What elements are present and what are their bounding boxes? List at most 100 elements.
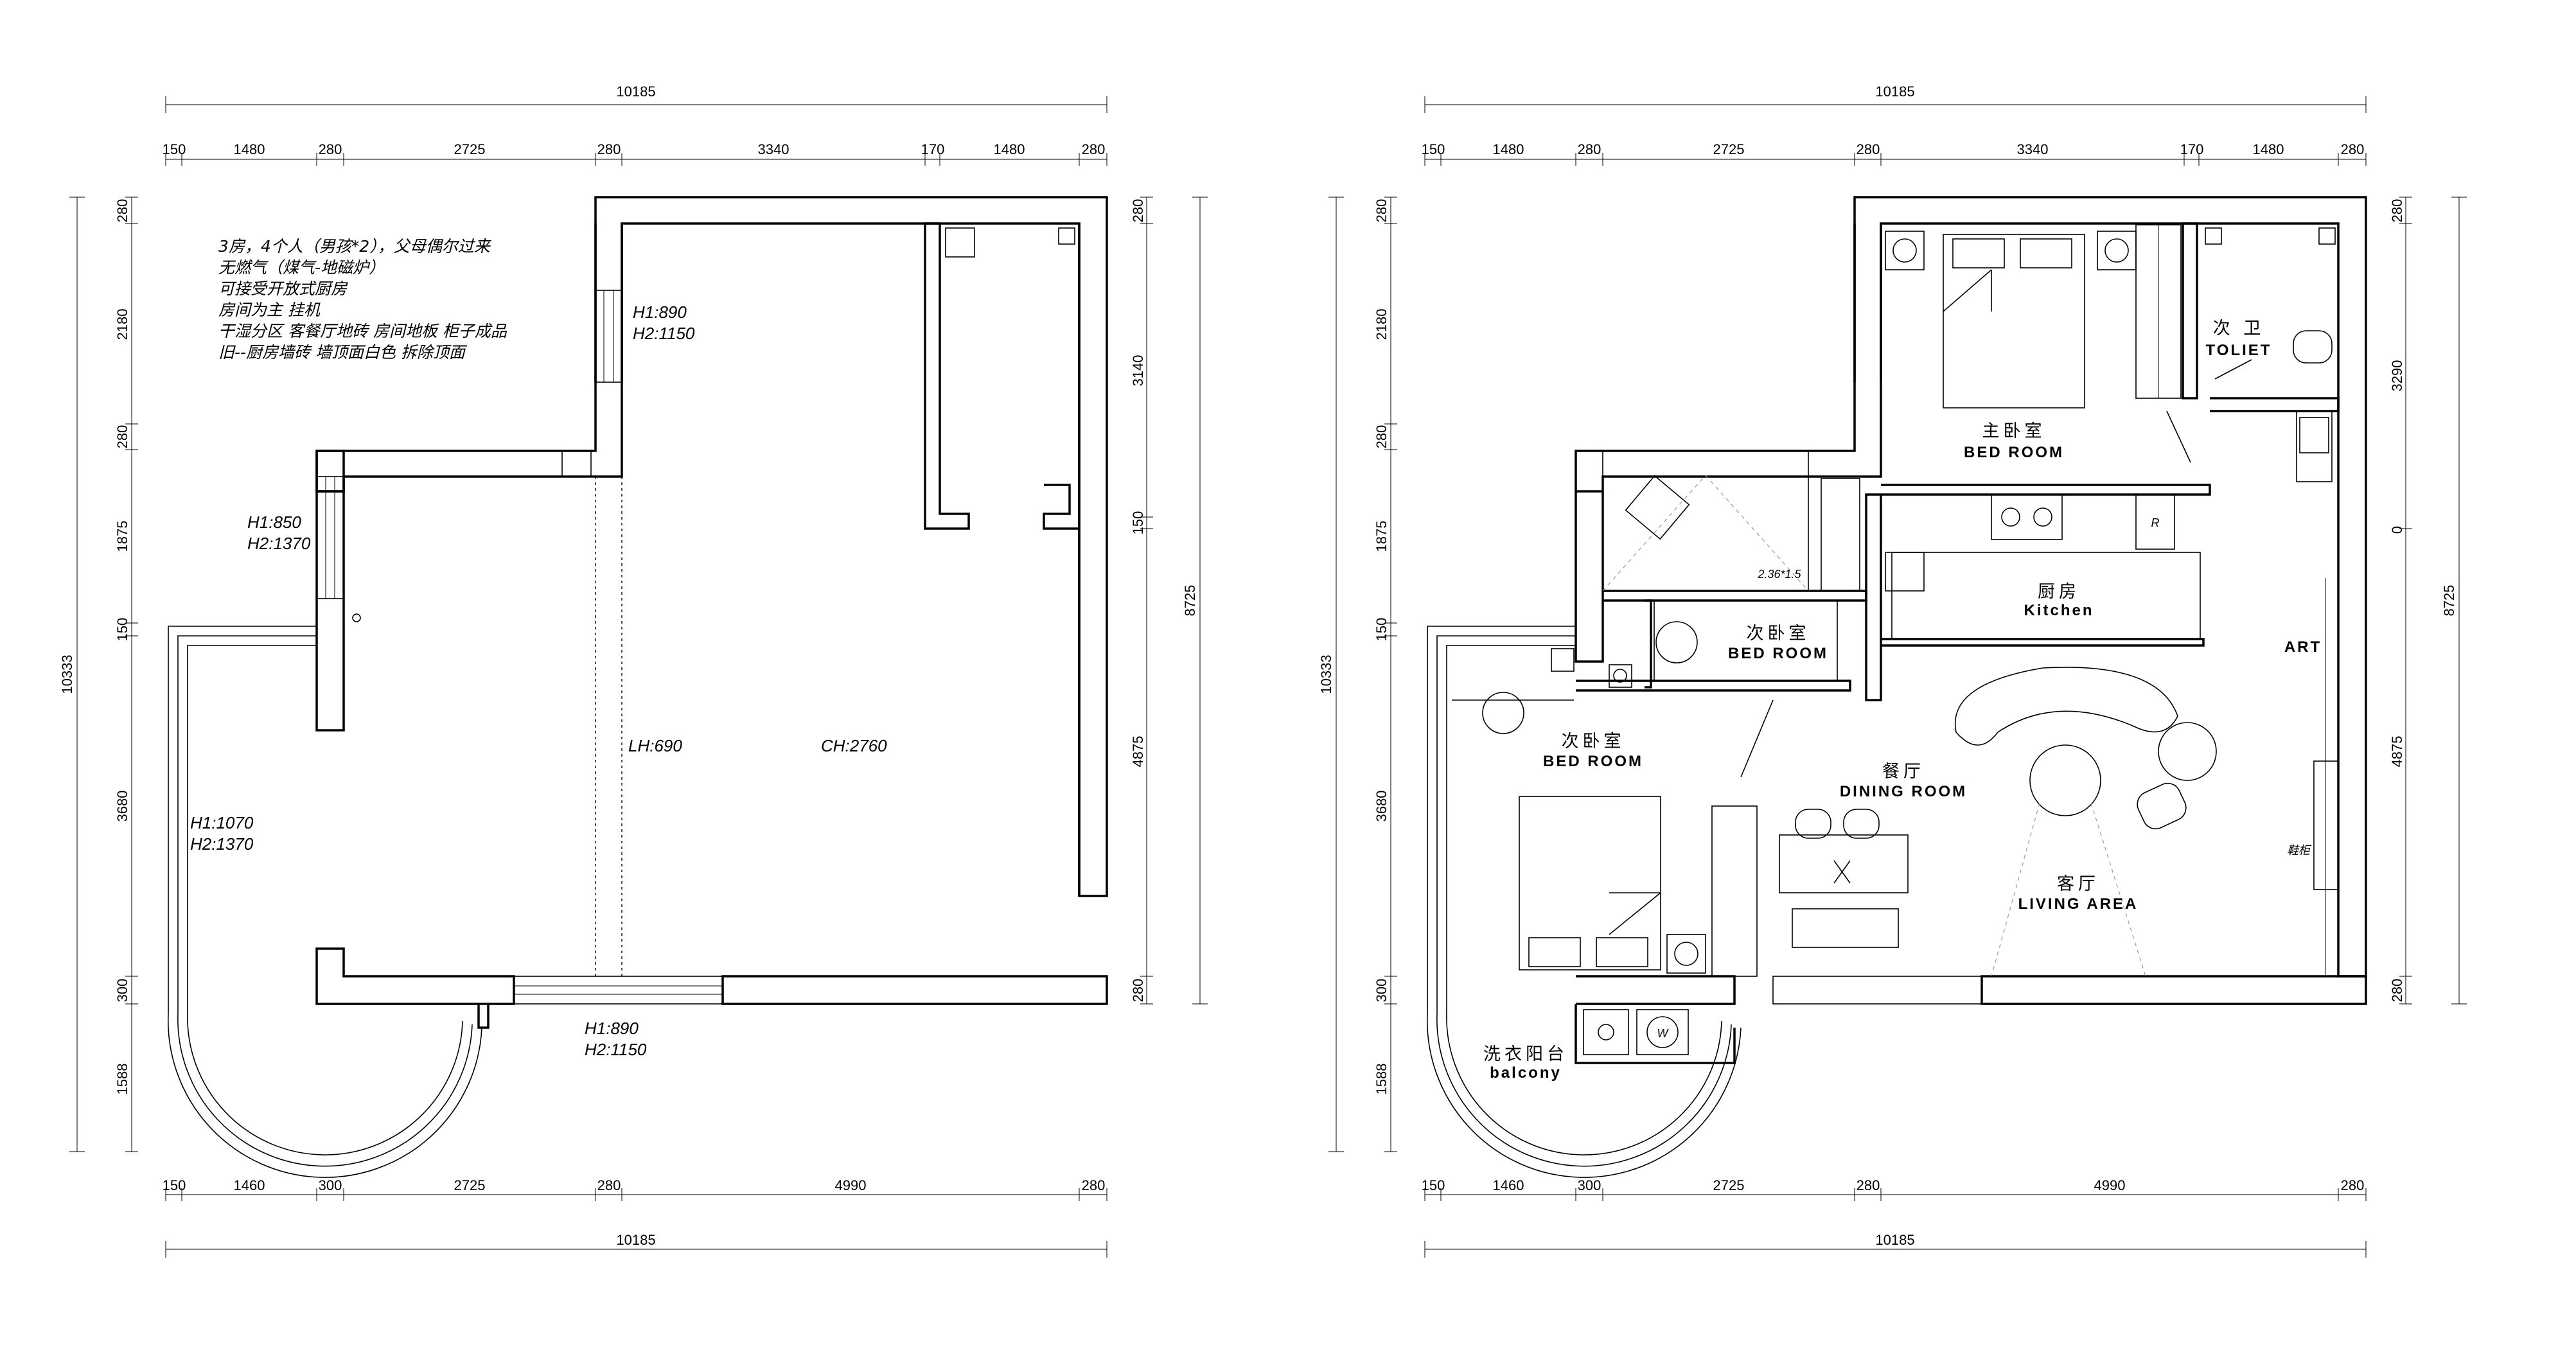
right-right-seg-1: 280 (2389, 199, 2405, 223)
right-right-seg-2: 3290 (2389, 360, 2405, 392)
left-bottom-total: 10185 (616, 1232, 655, 1248)
right-right-seg-4: 4875 (2389, 736, 2405, 768)
right-top-seg-7: 170 (2180, 141, 2204, 157)
left-bottom-dimensions: 150 1460 300 2725 280 4990 280 10185 (163, 1177, 1107, 1258)
third-bedroom-en: BED ROOM (1543, 753, 1643, 770)
right-left-seg-7: 300 (1373, 979, 1389, 1003)
left-left-seg-5: 150 (114, 618, 130, 642)
right-bottom-seg-7: 280 (2341, 1177, 2365, 1193)
right-top-seg-3: 280 (1578, 141, 1601, 157)
left-top-dimensions: 10185 150 1480 280 2725 280 3340 170 148… (163, 83, 1107, 166)
left-left-seg-2: 2180 (114, 309, 130, 340)
left-top-seg-2: 1480 (234, 141, 265, 157)
left-top-seg-3: 280 (319, 141, 342, 157)
left-left-seg-8: 1588 (114, 1064, 130, 1095)
window-left-h2: H2:1370 (247, 534, 311, 553)
right-top-seg-4: 2725 (1713, 141, 1745, 157)
left-top-seg-7: 170 (921, 141, 945, 157)
art-label: ART (2284, 638, 2322, 656)
right-top-seg-8: 1480 (2253, 141, 2284, 157)
note-line-4: 房间为主 挂机 (218, 301, 321, 319)
shoe-cabinet-label: 鞋柜 (2287, 844, 2312, 857)
living-cn: 客厅 (2057, 874, 2099, 894)
bathroom-en: TOLIET (2206, 342, 2272, 359)
right-left-total: 10333 (1318, 654, 1334, 694)
second-bedroom-en: BED ROOM (1728, 645, 1828, 662)
washer-label: W (1657, 1027, 1670, 1040)
note-line-1: 3房，4个人（男孩*2），父母偶尔过来 (218, 237, 492, 256)
right-bottom-seg-4: 2725 (1713, 1177, 1745, 1193)
right-left-seg-2: 2180 (1373, 309, 1389, 340)
right-plan: 10185 150 1480 280 2725 280 3340 170 148… (1318, 83, 2467, 1258)
right-walls (1426, 196, 2367, 1179)
right-right-seg-3: 0 (2389, 526, 2405, 534)
balcony-h1: H1:1070 (190, 813, 254, 832)
right-left-seg-4: 1875 (1373, 521, 1389, 552)
left-top-seg-5: 280 (597, 141, 621, 157)
right-right-seg-5: 280 (2389, 979, 2405, 1003)
left-top-total: 10185 (616, 83, 655, 100)
right-bottom-total: 10185 (1875, 1232, 1914, 1248)
lh-label: LH:690 (628, 736, 682, 755)
left-top-seg-1: 150 (163, 141, 186, 157)
left-bottom-seg-7: 280 (1082, 1177, 1106, 1193)
left-bottom-seg-2: 1460 (234, 1177, 265, 1193)
left-top-seg-8: 1480 (994, 141, 1025, 157)
left-height-labels: H1:890 H2:1150 H1:850 H2:1370 H1:1070 H2… (190, 303, 887, 1059)
note-line-2: 无燃气（煤气-地磁炉） (218, 258, 385, 277)
right-bottom-seg-5: 280 (1857, 1177, 1880, 1193)
fridge-label: R (2151, 516, 2160, 529)
left-left-seg-4: 1875 (114, 521, 130, 552)
left-right-seg-4: 4875 (1130, 736, 1146, 768)
third-bedroom-cn: 次卧室 (1562, 732, 1625, 751)
dining-en: DINING ROOM (1840, 783, 1967, 800)
bathroom-cn: 次 卫 (2213, 319, 2265, 338)
left-right-seg-1: 280 (1130, 199, 1146, 223)
left-right-seg-2: 3140 (1130, 355, 1146, 387)
right-room-labels: 主卧室 BED ROOM 次 卫 TOLIET 厨房 Kitchen 次卧室 B… (1483, 319, 2322, 1082)
left-bottom-seg-4: 2725 (454, 1177, 486, 1193)
kitchen-en: Kitchen (2024, 602, 2094, 619)
right-top-seg-1: 150 (1422, 141, 1445, 157)
master-bedroom-en: BED ROOM (1964, 444, 2064, 461)
left-bottom-seg-5: 280 (597, 1177, 621, 1193)
window-bottom-h1: H1:890 (585, 1019, 639, 1038)
window-left-h1: H1:850 (247, 513, 301, 532)
left-right-seg-5: 280 (1130, 979, 1146, 1003)
left-bottom-seg-1: 150 (163, 1177, 186, 1193)
left-left-seg-6: 3680 (114, 791, 130, 822)
right-top-seg-9: 280 (2341, 141, 2365, 157)
note-line-5: 干湿分区 客餐厅地砖 房间地板 柜子成品 (218, 322, 507, 340)
left-left-seg-3: 280 (114, 425, 130, 449)
left-left-total: 10333 (59, 654, 75, 694)
dining-cn: 餐厅 (1882, 762, 1925, 782)
right-left-seg-6: 3680 (1373, 791, 1389, 822)
left-left-seg-1: 280 (114, 199, 130, 223)
right-right-total: 8725 (2441, 585, 2457, 617)
left-right-seg-3: 150 (1130, 511, 1146, 535)
right-left-seg-5: 150 (1373, 618, 1389, 642)
left-bottom-seg-6: 4990 (835, 1177, 867, 1193)
left-top-seg-9: 280 (1082, 141, 1106, 157)
window-top-h2: H2:1150 (633, 324, 695, 343)
right-left-seg-8: 1588 (1373, 1064, 1389, 1095)
left-notes: 3房，4个人（男孩*2），父母偶尔过来 无燃气（煤气-地磁炉） 可接受开放式厨房… (218, 237, 507, 362)
left-plan: 10185 150 1480 280 2725 280 3340 170 148… (59, 83, 1208, 1258)
right-left-dimensions: 10333 280 2180 280 1875 150 3680 300 158… (1318, 197, 1397, 1152)
balcony-en: balcony (1490, 1064, 1562, 1082)
left-right-dimensions: 280 3140 150 4875 280 8725 (1130, 197, 1208, 1005)
right-left-seg-1: 280 (1373, 199, 1389, 223)
left-bottom-seg-3: 300 (319, 1177, 342, 1193)
left-top-seg-6: 3340 (758, 141, 790, 157)
right-bottom-seg-6: 4990 (2094, 1177, 2126, 1193)
balcony-cn: 洗衣阳台 (1483, 1044, 1568, 1064)
right-top-seg-5: 280 (1857, 141, 1880, 157)
second-bedroom-cn: 次卧室 (1747, 624, 1810, 644)
right-bottom-dimensions: 150 1460 300 2725 280 4990 280 10185 (1422, 1177, 2367, 1258)
right-right-dimensions: 280 3290 0 4875 280 8725 (2389, 197, 2467, 1005)
right-left-seg-3: 280 (1373, 425, 1389, 449)
left-right-total: 8725 (1182, 585, 1198, 617)
left-left-dimensions: 10333 280 2180 280 1875 150 3680 300 158… (59, 197, 138, 1152)
balcony-h2: H2:1370 (190, 834, 254, 854)
